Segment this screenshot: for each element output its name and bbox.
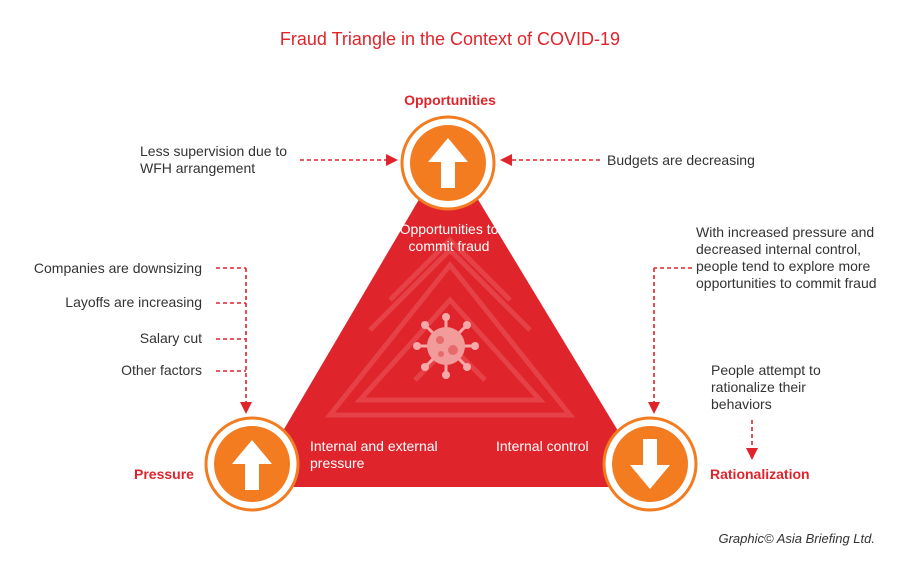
pressure-node [204,416,300,512]
diagram-title: Fraud Triangle in the Context of COVID-1… [279,29,621,49]
rationalization-inner-text: Internal control [496,438,589,454]
arrow-up-icon [232,440,272,490]
virus-icon [413,313,479,379]
right-top-annotation: Budgets are decreasing [607,152,755,168]
opportunities-inner-text: Opportunities to commit fraud [399,221,499,254]
arrowhead-rationalization [648,402,660,414]
pressure-inner-text: Internal and external pressure [310,438,438,471]
arrow-down-icon [630,439,670,489]
left-top-annotation: Less supervision due to WFH arrangement [140,143,288,176]
arrowhead-right-bottom [746,448,758,460]
pressure-factor-1: Companies are downsizing [33,260,202,276]
credit-text: Graphic© Asia Briefing Ltd. [718,531,875,546]
right-bottom-annotation: People attempt to rationalize their beha… [711,362,821,412]
pressure-factor-4: Other factors [121,362,202,378]
arrowhead-pressure [240,402,252,414]
fraud-triangle [250,150,652,487]
pressure-factor-2: Layoffs are increasing [65,294,202,310]
arrowhead-left-top [386,154,398,166]
rationalization-label: Rationalization [710,466,810,482]
opportunities-label: Opportunities [404,92,496,108]
pressure-label: Pressure [134,466,194,482]
arrow-up-icon [428,138,468,188]
arrowhead-right-top [500,154,512,166]
rationalization-node [602,416,698,512]
right-middle-annotation: With increased pressure and decreased in… [696,224,877,291]
opportunities-node [400,115,496,211]
pressure-factor-3: Salary cut [139,330,202,346]
